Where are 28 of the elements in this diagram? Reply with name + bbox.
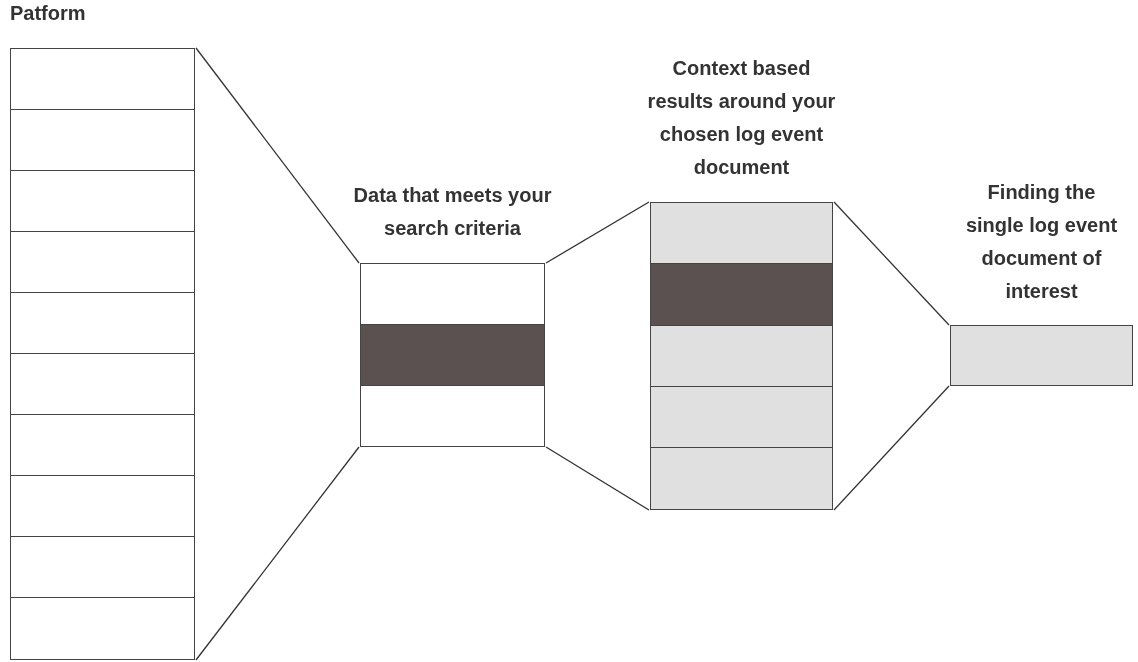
record-row	[650, 385, 833, 449]
record-row	[650, 202, 833, 265]
zoom-line	[545, 201, 650, 264]
stack-heading: Context based results around your chosen log event document	[646, 56, 837, 180]
record-row	[10, 109, 195, 172]
zoom-line	[195, 446, 360, 661]
record-row	[10, 48, 195, 111]
record-row	[360, 323, 545, 387]
zoom-line	[195, 47, 360, 264]
record-row	[10, 292, 195, 355]
record-row	[10, 536, 195, 599]
zoom-line	[833, 385, 950, 511]
record-row	[650, 263, 833, 327]
record-row	[10, 170, 195, 233]
zoom-line	[545, 446, 650, 511]
record-row	[360, 263, 545, 326]
stack-heading: Finding the single log event document of interest	[964, 180, 1119, 304]
stack-heading: Data that meets your search criteria	[352, 183, 553, 241]
record-row	[10, 414, 195, 477]
stack-heading: Patform	[10, 1, 87, 26]
record-row	[10, 353, 195, 416]
record-row	[10, 475, 195, 538]
record-row	[10, 231, 195, 294]
record-row	[650, 324, 833, 388]
record-row	[10, 597, 195, 660]
record-row	[650, 447, 833, 510]
zoom-line	[833, 201, 950, 326]
record-row	[360, 384, 545, 447]
